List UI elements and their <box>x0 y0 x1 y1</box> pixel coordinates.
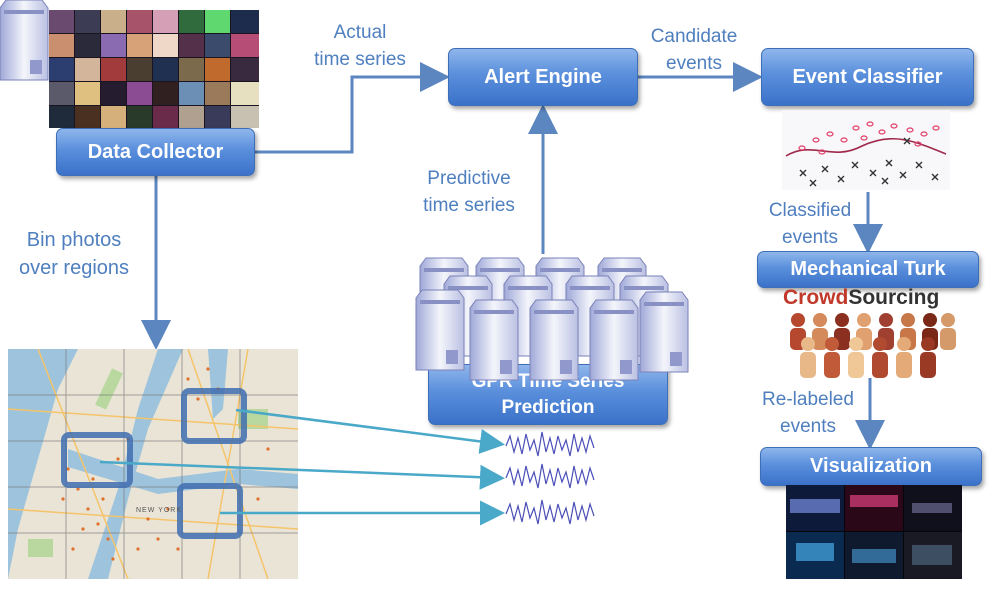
crowd-image <box>786 310 956 378</box>
photo-mosaic-grid <box>49 10 259 128</box>
visualization-label: Visualization <box>810 455 932 477</box>
predictive-time-series-label: Predictive time series <box>423 168 515 216</box>
crowdsourcing-part1: Crowd <box>783 286 849 309</box>
event-classifier-label: Event Classifier <box>792 65 943 88</box>
classifier-scatter-image <box>782 110 950 190</box>
relabeled-events-label: Re-labeled events <box>762 389 854 437</box>
classifier-scatter-plot <box>785 121 947 187</box>
data-collector-label: Data Collector <box>87 140 224 163</box>
arrow-collector-to-alert <box>255 62 450 154</box>
city-map-image <box>8 349 298 579</box>
mechanical-turk-label: Mechanical Turk <box>790 258 946 280</box>
alert-engine-node: Alert Engine <box>448 48 638 106</box>
visualization-photos <box>786 485 962 579</box>
mechanical-turk-node: Mechanical Turk <box>757 251 979 288</box>
region-box-2 <box>61 432 133 488</box>
classified-events-label: Classified events <box>768 200 852 248</box>
visualization-photo-grid <box>786 485 962 579</box>
data-collector-node: Data Collector <box>56 128 255 176</box>
visualization-node: Visualization <box>760 447 982 486</box>
map-city-label: NEW YORK <box>136 507 182 514</box>
region-box-3 <box>177 483 243 539</box>
alert-engine-label: Alert Engine <box>484 65 602 88</box>
crowd-figures <box>790 313 956 378</box>
event-classifier-node: Event Classifier <box>761 48 974 106</box>
candidate-events-label: Candidate events <box>650 26 738 74</box>
crowdsourcing-logo: CrowdSourcing <box>783 286 959 310</box>
bin-photos-label: Bin photos over regions <box>18 229 130 279</box>
actual-time-series-label: Actual time series <box>314 22 406 70</box>
crowdsourcing-part2: Sourcing <box>848 286 940 309</box>
gpr-label: GPR Time Series Prediction <box>471 370 625 418</box>
gpr-node: GPR Time Series Prediction <box>428 364 668 425</box>
photo-mosaic <box>49 10 259 128</box>
city-map: NEW YORK <box>8 349 298 579</box>
